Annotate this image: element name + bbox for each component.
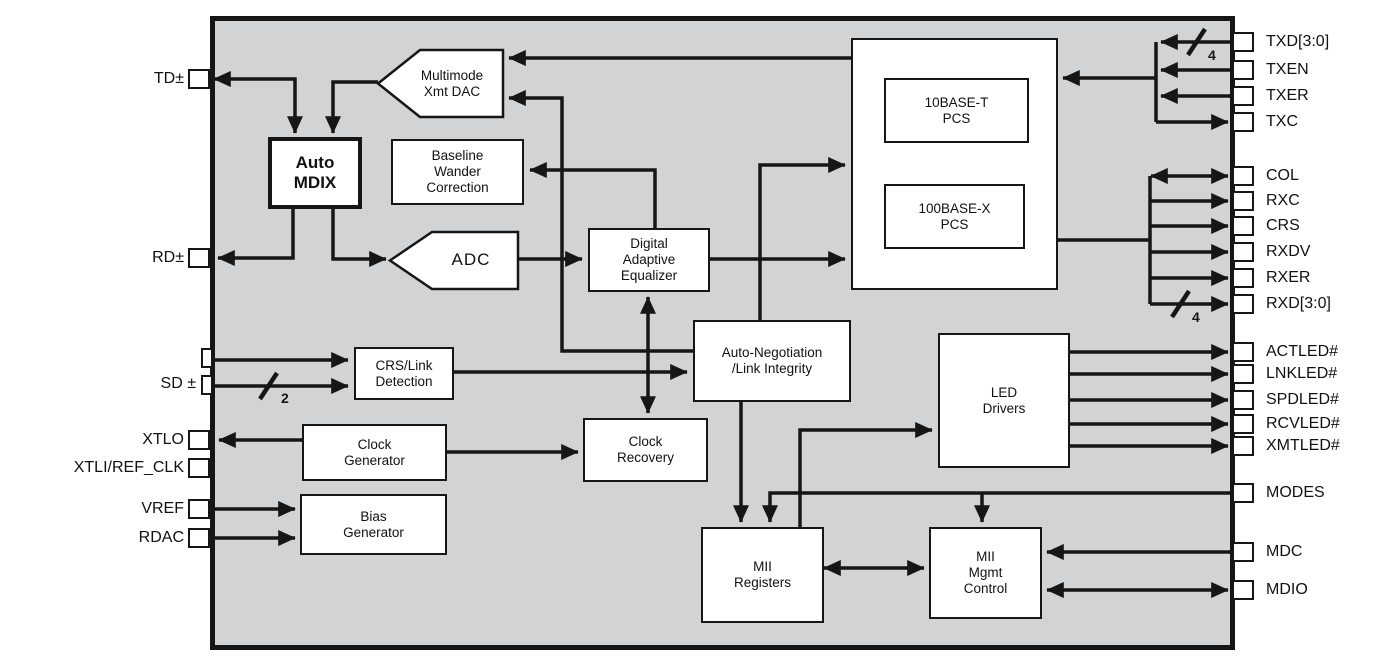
block-baseline-wander: Baseline Wander Correction	[391, 139, 524, 205]
pin-label-rxdv: RXDV	[1266, 243, 1311, 260]
block-crs-link-detection: CRS/Link Detection	[354, 347, 454, 400]
pin-label-td: TD±	[153, 70, 184, 87]
pin-txer	[1232, 86, 1254, 106]
block-clock-generator: Clock Generator	[302, 424, 447, 481]
pin-label-rxc: RXC	[1266, 192, 1300, 209]
pin-txc	[1232, 112, 1254, 132]
pin-label-vref: VREF	[141, 500, 184, 517]
pin-vref	[188, 499, 210, 519]
pin-xmtled	[1232, 436, 1254, 456]
pin-xtli	[188, 458, 210, 478]
block-100basex-pcs-label: 100BASE-X PCS	[918, 200, 991, 232]
pin-rdac	[188, 528, 210, 548]
pin-xtlo	[188, 430, 210, 450]
pin-actled	[1232, 342, 1254, 362]
pin-rxd	[1232, 294, 1254, 314]
pin-label-txd: TXD[3:0]	[1266, 33, 1330, 50]
pin-label-txer: TXER	[1266, 87, 1309, 104]
pin-label-xmtled: XMTLED#	[1266, 437, 1340, 454]
pin-label-rxer: RXER	[1266, 269, 1311, 286]
block-100basex-pcs: 100BASE-X PCS	[884, 184, 1025, 249]
pin-lnkled	[1232, 364, 1254, 384]
pin-mdio	[1232, 580, 1254, 600]
pin-label-sd: SD ±	[160, 375, 196, 392]
pin-td	[188, 69, 210, 89]
pin-rd	[188, 248, 210, 268]
block-led-drivers: LED Drivers	[938, 333, 1070, 468]
pin-label-txc: TXC	[1266, 113, 1298, 130]
block-auto-negotiation: Auto-Negotiation /Link Integrity	[693, 320, 851, 402]
block-10baset-pcs-label: 10BASE-T PCS	[924, 94, 989, 126]
pin-modes	[1232, 483, 1254, 503]
block-clock-recovery: Clock Recovery	[583, 418, 708, 482]
block-clock-generator-label: Clock Generator	[344, 436, 405, 468]
block-adc-label: ADC	[451, 249, 491, 269]
block-digital-adaptive-equalizer: Digital Adaptive Equalizer	[588, 228, 710, 292]
pin-crs	[1232, 216, 1254, 236]
block-bias-generator: Bias Generator	[300, 494, 447, 555]
pin-spdled	[1232, 390, 1254, 410]
block-pcs-outer	[851, 38, 1058, 290]
pin-label-modes: MODES	[1266, 484, 1325, 501]
block-baseline-wander-label: Baseline Wander Correction	[426, 148, 489, 195]
pin-label-rxd: RXD[3:0]	[1266, 295, 1331, 312]
block-10baset-pcs: 10BASE-T PCS	[884, 78, 1029, 143]
block-auto-negotiation-label: Auto-Negotiation /Link Integrity	[721, 345, 823, 376]
pin-rxdv	[1232, 242, 1254, 262]
block-mii-registers-label: MII Registers	[733, 559, 792, 590]
pin-rxc	[1232, 191, 1254, 211]
pin-label-xtlo: XTLO	[142, 431, 184, 448]
block-bias-generator-label: Bias Generator	[343, 508, 404, 540]
block-auto-mdix-label: Auto MDIX	[293, 152, 337, 192]
pin-label-xtli: XTLI/REF_CLK	[73, 459, 184, 476]
pin-rxer	[1232, 268, 1254, 288]
block-multimode-dac-label: Multimode Xmt DAC	[420, 67, 484, 99]
block-crs-link-label: CRS/Link Detection	[375, 357, 433, 389]
pin-label-col: COL	[1266, 167, 1299, 184]
block-led-drivers-label: LED Drivers	[982, 384, 1026, 416]
block-mii-mgmt-label: MII Mgmt Control	[963, 549, 1008, 596]
pin-label-mdc: MDC	[1266, 543, 1303, 560]
pin-label-lnkled: LNKLED#	[1266, 365, 1338, 382]
pin-label-actled: ACTLED#	[1266, 343, 1339, 360]
block-auto-mdix: Auto MDIX	[268, 137, 362, 209]
pin-sd-plus	[201, 348, 213, 368]
block-mii-registers: MII Registers	[701, 527, 824, 623]
block-mii-mgmt-control: MII Mgmt Control	[929, 527, 1042, 619]
pin-label-rd: RD±	[152, 249, 184, 266]
pin-label-spdled: SPDLED#	[1266, 391, 1339, 408]
pin-sd-minus	[201, 375, 213, 395]
pin-rcvled	[1232, 414, 1254, 434]
pin-label-crs: CRS	[1266, 217, 1300, 234]
pin-label-txen: TXEN	[1266, 61, 1309, 78]
block-clock-recovery-label: Clock Recovery	[616, 434, 675, 465]
pin-txen	[1232, 60, 1254, 80]
pin-mdc	[1232, 542, 1254, 562]
pin-label-rdac: RDAC	[138, 529, 184, 546]
pin-txd	[1232, 32, 1254, 52]
pin-col	[1232, 166, 1254, 186]
block-equalizer-label: Digital Adaptive Equalizer	[620, 236, 678, 283]
pin-label-mdio: MDIO	[1266, 581, 1308, 598]
pin-label-rcvled: RCVLED#	[1266, 415, 1340, 432]
